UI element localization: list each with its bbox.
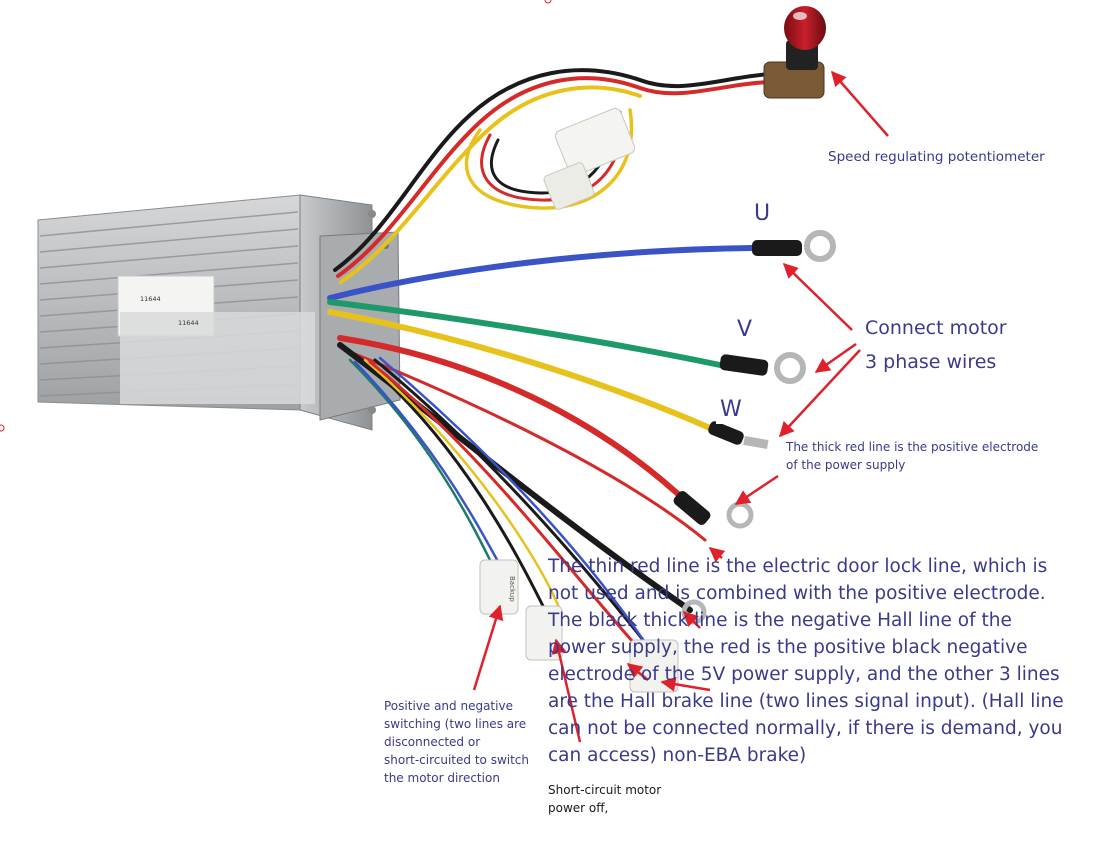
label-phase-v: V [737, 317, 753, 342]
phase-wire-u-blue [327, 245, 755, 301]
screw [368, 210, 376, 218]
screw [368, 406, 376, 414]
wire-bundle [327, 68, 772, 657]
arrow-power-black [682, 610, 701, 629]
ring-terminal-v-icon [719, 352, 806, 384]
pot-wire-yellow [339, 85, 642, 284]
blurred-sticker-area [120, 312, 315, 404]
ring-terminal-power-icon [673, 491, 754, 529]
arrow-hall-1 [626, 663, 649, 681]
arrow-reverse-switch [472, 604, 504, 691]
arrow-phase-v [814, 342, 857, 374]
arrow-hall-2 [660, 676, 711, 692]
arrow-phase-w [778, 349, 861, 438]
case-model-text-2: 11644 [178, 319, 199, 327]
brake-wire-black [358, 356, 547, 612]
label-thick-red-line: The thick red line is the positive elect… [786, 440, 1039, 472]
power-wire-thick-red [337, 335, 693, 508]
phase-wire-v-green [327, 299, 723, 368]
hall-wire-red [368, 360, 642, 652]
label-phase-w: W [716, 396, 746, 424]
pot-wire-black [333, 68, 772, 272]
pot-wire-red [336, 76, 772, 278]
case-model-text: 11644 [140, 295, 161, 303]
arrow-potentiometer [831, 70, 889, 137]
arrow-thin-red [708, 547, 726, 563]
signal-plug-connector-icon [543, 107, 636, 210]
label-potentiometer: Speed regulating potentiometer [828, 149, 1045, 165]
label-reverse-switch: Positive and negative switching (two lin… [384, 699, 529, 785]
hall-wire-green [348, 358, 492, 562]
annotation-arrows [472, 70, 889, 743]
ring-terminal-u-icon [752, 230, 836, 262]
potentiometer [763, 6, 826, 99]
potentiometer-knob-icon [784, 6, 826, 50]
label-connect-motor: Connect motor 3 phase wires [865, 317, 1007, 373]
pot-loop-yellow [464, 108, 634, 210]
hall-wire-blue-2 [378, 356, 652, 652]
arrow-phase-u [782, 262, 853, 331]
label-long-description: The thin red line is the electric door l… [548, 556, 1064, 766]
label-short-circuit: Short-circuit motor power off, [548, 783, 662, 815]
edge-mark [0, 424, 5, 432]
arrow-short-circuit [551, 638, 582, 743]
backup-tag-line-1: Backup [508, 576, 516, 602]
hall-wire-blue [353, 360, 502, 567]
edge-mark [544, 0, 552, 4]
knob-highlight [793, 12, 807, 20]
brake-wire-yellow [363, 358, 562, 612]
phase-wire-w-yellow [327, 309, 713, 431]
hall-wire-black [373, 358, 657, 657]
arrow-thick-red [734, 474, 779, 506]
ring-terminal-w-icon [708, 421, 769, 450]
controller-case: 11644 11644 [37, 194, 401, 431]
label-phase-u: U [754, 201, 771, 226]
